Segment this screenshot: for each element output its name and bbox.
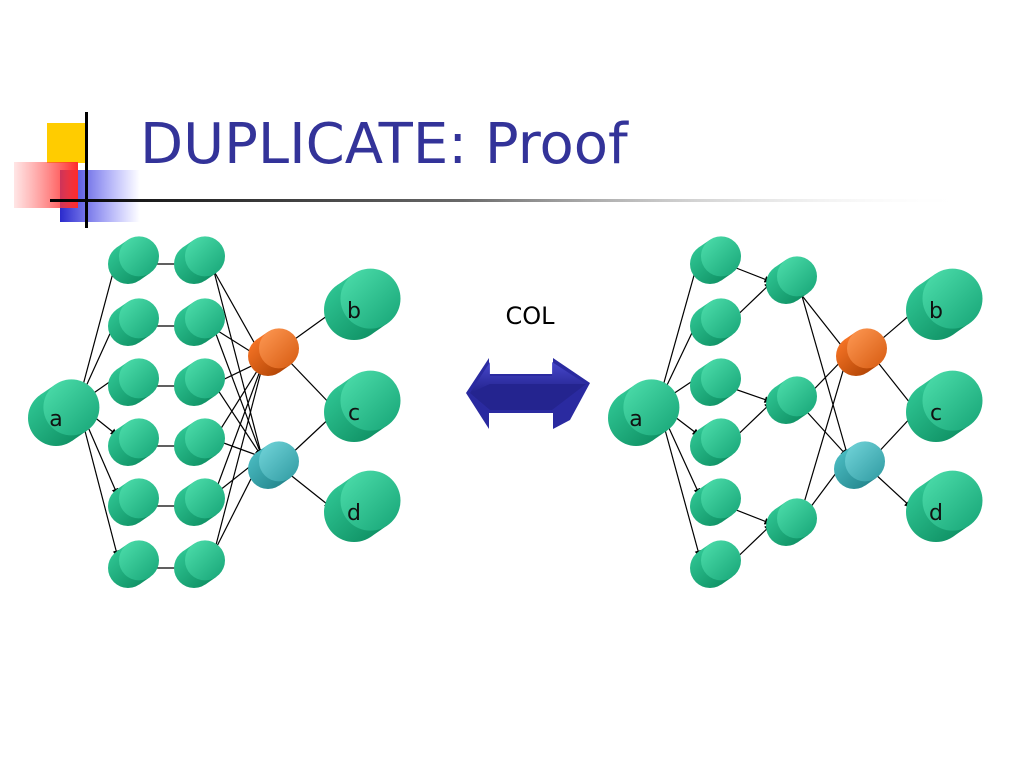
nodes: a b c d a b c d (28, 236, 983, 588)
left-node-teal (248, 441, 299, 489)
left-col2-node-2 (174, 358, 225, 406)
right-edge-teal-to-d (873, 472, 913, 509)
right-node-d-label: d (929, 501, 943, 526)
right-node-b: b (906, 268, 983, 340)
left-col1-node-0 (108, 236, 159, 284)
left-node-a-label: a (49, 407, 62, 432)
left-col2-node-5 (174, 540, 225, 588)
left-col2-node-1 (174, 298, 225, 346)
right-node-c: c (906, 370, 983, 442)
left-node-b: b (324, 268, 401, 340)
title-rule (50, 199, 970, 202)
right-col1-node-3 (690, 418, 741, 466)
double-arrow-icon (466, 358, 590, 429)
left-node-b-label: b (347, 299, 361, 324)
left-col2-node-3 (174, 418, 225, 466)
left-node-c-label: c (348, 401, 360, 426)
right-edge-orange-to-c (875, 359, 915, 409)
left-node-d-label: d (347, 501, 361, 526)
slide-title: DUPLICATE: Proof (140, 112, 628, 177)
right-edge-mid-to-teal-0 (797, 281, 850, 458)
left-edge-col2-to-teal-0 (209, 255, 264, 458)
left-edge-col2-to-teal-1 (209, 317, 263, 458)
left-col1-node-5 (108, 540, 159, 588)
left-edge-teal-to-d (287, 472, 333, 509)
left-col1-node-3 (108, 418, 159, 466)
right-mid-node-2 (766, 498, 817, 546)
left-edge-col2-to-orange-4 (209, 359, 265, 507)
right-node-a: a (608, 379, 680, 446)
right-node-c-label: c (930, 401, 942, 426)
right-mid-node-1 (766, 376, 817, 424)
right-node-teal (834, 441, 885, 489)
right-col1-node-5 (690, 540, 741, 588)
right-col1-node-1 (690, 298, 741, 346)
left-edge-a-to-col1-0 (77, 253, 120, 405)
left-col2-node-0 (174, 236, 225, 284)
left-edge-col2-to-orange-5 (209, 359, 266, 569)
right-col1-node-0 (690, 236, 741, 284)
left-edge-orange-to-c (287, 359, 335, 409)
left-col1-node-1 (108, 298, 159, 346)
right-mid-node-0 (766, 256, 817, 304)
right-node-d: d (906, 470, 983, 542)
left-node-c: c (324, 370, 401, 442)
right-edge-a-to-col1-0 (657, 253, 702, 405)
left-col1-node-4 (108, 478, 159, 526)
arrow-label: COL (505, 302, 555, 330)
right-col1-node-4 (690, 478, 741, 526)
deco-yellow-square (47, 123, 85, 163)
right-node-b-label: b (929, 299, 943, 324)
left-node-orange (248, 328, 299, 376)
deco-vertical-line (85, 112, 88, 228)
right-col1-node-2 (690, 358, 741, 406)
left-col1-node-2 (108, 358, 159, 406)
left-node-d: d (324, 470, 401, 542)
left-node-a: a (28, 379, 100, 446)
title-decoration (14, 112, 970, 228)
right-edge-mid-to-orange-0 (795, 287, 849, 355)
left-col2-node-4 (174, 478, 225, 526)
right-node-a-label: a (629, 407, 642, 432)
right-node-orange (836, 328, 887, 376)
